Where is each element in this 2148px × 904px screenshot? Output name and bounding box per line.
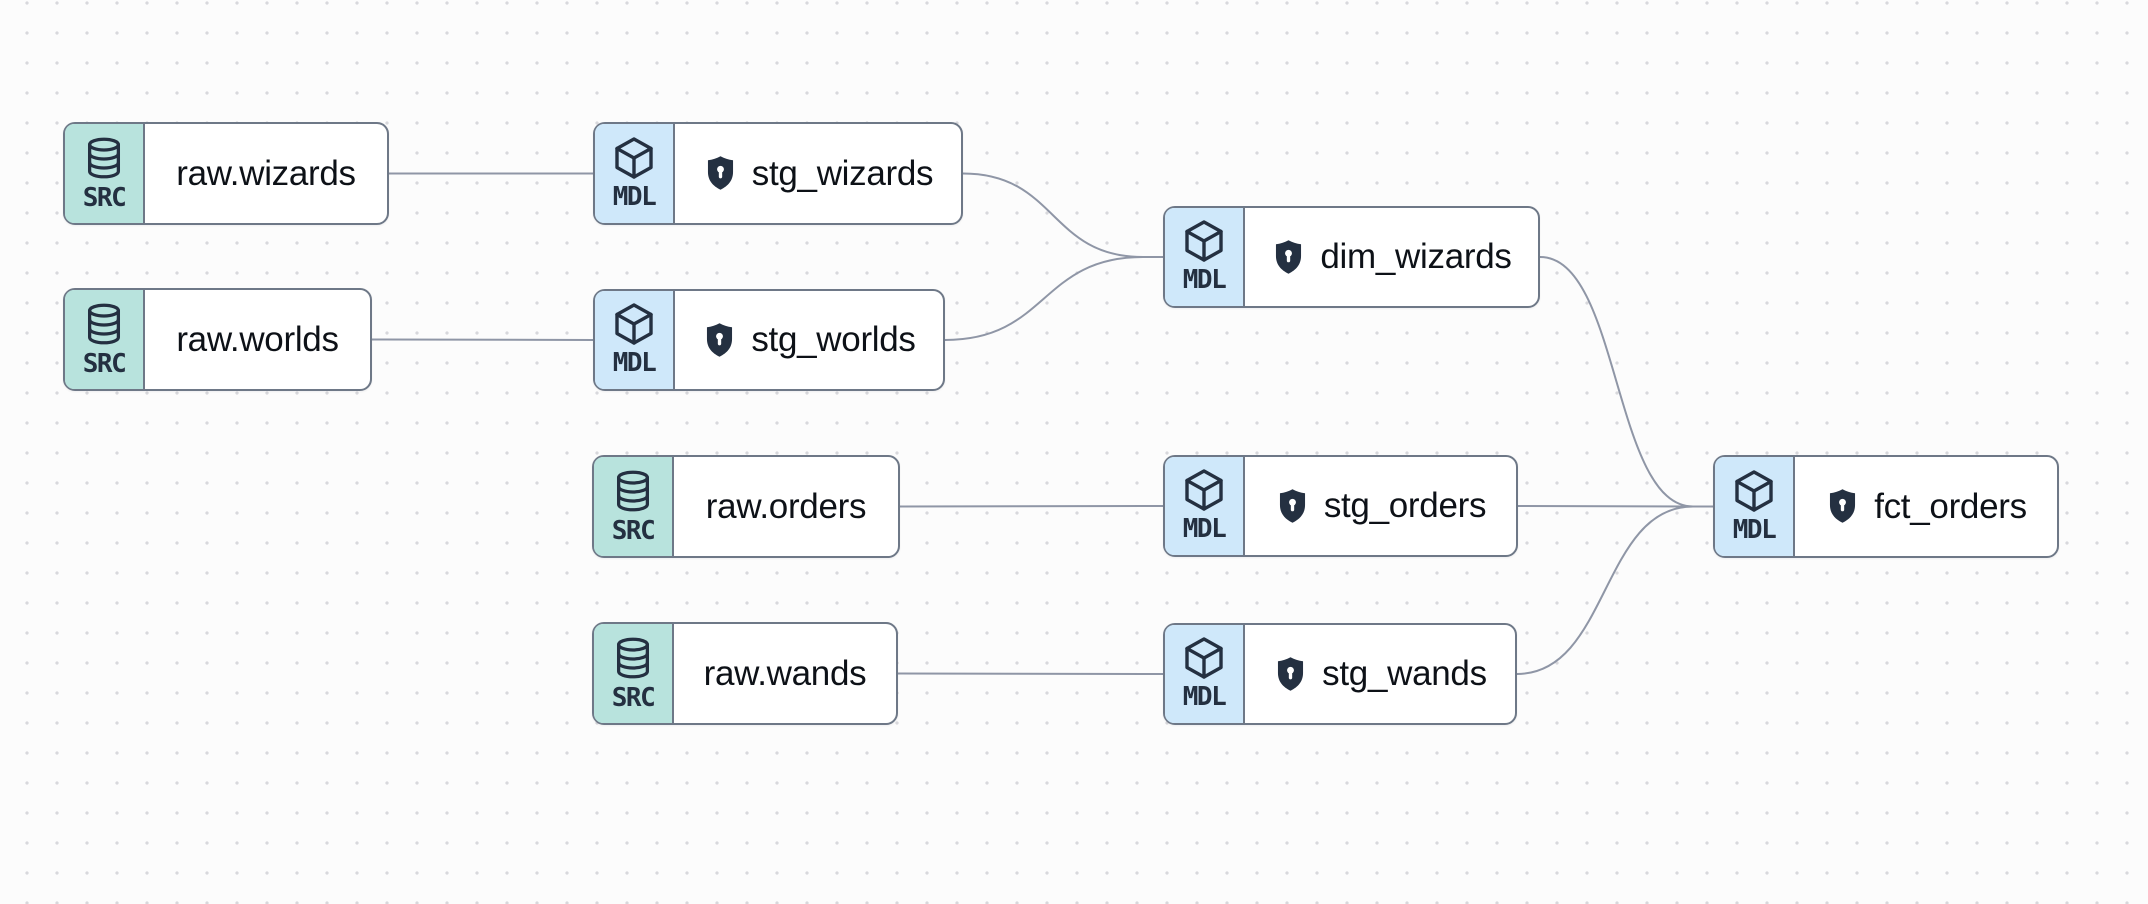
node-body: dim_wizards — [1245, 208, 1538, 306]
node-type-label: MDL — [612, 181, 657, 212]
node-title: raw.orders — [705, 486, 867, 526]
cube-icon — [1730, 467, 1778, 515]
node-type-label: MDL — [1182, 514, 1227, 545]
node-title: stg_worlds — [751, 320, 916, 359]
node-body: stg_wands — [1245, 625, 1515, 723]
node-body: raw.wizards — [145, 124, 387, 223]
edge-raw_orders-stg_orders — [899, 505, 1164, 508]
node-type-badge: SRC — [65, 124, 145, 223]
node-raw_worlds[interactable]: SRC raw.worlds — [63, 288, 372, 391]
database-icon — [81, 133, 127, 183]
node-stg_worlds[interactable]: MDL stg_worlds — [593, 289, 945, 391]
node-body: raw.orders — [674, 457, 898, 556]
shield-icon — [1275, 487, 1310, 526]
node-raw_orders[interactable]: SRC raw.orders — [592, 455, 900, 558]
node-raw_wizards[interactable]: SRC raw.wizards — [63, 122, 389, 225]
node-type-label: MDL — [612, 348, 657, 379]
node-title: stg_wizards — [751, 153, 934, 193]
node-stg_wands[interactable]: MDL stg_wands — [1163, 623, 1517, 725]
edge-stg_worlds-dim_wizards — [944, 256, 1144, 341]
edge-stg_wizards-dim_wizards — [962, 172, 1144, 258]
cube-icon — [610, 134, 658, 182]
node-type-label: MDL — [1182, 682, 1227, 713]
database-icon — [610, 466, 656, 516]
cube-icon — [610, 300, 658, 348]
node-type-badge: MDL — [595, 291, 675, 389]
node-type-label: MDL — [1732, 514, 1777, 545]
node-type-badge: SRC — [65, 290, 145, 389]
node-type-badge: MDL — [1715, 457, 1795, 556]
edge-raw_worlds-stg_worlds — [371, 338, 594, 341]
node-type-badge: MDL — [1165, 208, 1245, 306]
node-body: stg_worlds — [675, 291, 943, 389]
shield-icon — [1825, 487, 1860, 526]
cube-icon — [1180, 466, 1228, 514]
node-type-label: SRC — [611, 515, 656, 546]
node-type-badge: SRC — [594, 624, 674, 723]
node-body: stg_orders — [1245, 457, 1516, 555]
node-title: raw.worlds — [176, 319, 339, 359]
node-title: fct_orders — [1874, 486, 2027, 526]
node-body: raw.wands — [674, 624, 896, 723]
node-body: fct_orders — [1795, 457, 2057, 556]
node-raw_wands[interactable]: SRC raw.wands — [592, 622, 898, 725]
node-type-label: SRC — [82, 348, 127, 379]
node-type-label: MDL — [1182, 265, 1227, 296]
cube-icon — [1180, 634, 1228, 682]
shield-icon — [702, 321, 737, 360]
node-stg_orders[interactable]: MDL stg_orders — [1163, 455, 1518, 557]
node-dim_wizards[interactable]: MDL dim_wizards — [1163, 206, 1540, 308]
node-title: raw.wizards — [176, 153, 356, 193]
edge-raw_wands-stg_wands — [897, 672, 1164, 675]
node-fct_orders[interactable]: MDL fct_orders — [1713, 455, 2059, 558]
node-type-badge: MDL — [595, 124, 675, 223]
node-title: stg_wands — [1322, 654, 1487, 693]
cube-icon — [1180, 217, 1228, 265]
database-icon — [610, 633, 656, 683]
node-title: stg_orders — [1323, 486, 1487, 525]
shield-icon — [703, 154, 738, 193]
node-type-badge: MDL — [1165, 625, 1245, 723]
shield-icon — [1271, 238, 1306, 277]
node-title: raw.wands — [703, 653, 867, 693]
node-body: raw.worlds — [145, 290, 370, 389]
node-type-label: SRC — [611, 682, 656, 713]
node-type-badge: SRC — [594, 457, 674, 556]
shield-icon — [1273, 655, 1308, 694]
node-stg_wizards[interactable]: MDL stg_wizards — [593, 122, 963, 225]
node-type-badge: MDL — [1165, 457, 1245, 555]
node-body: stg_wizards — [675, 124, 961, 223]
edge-dim_wizards-fct_orders — [1539, 256, 1694, 508]
node-title: dim_wizards — [1320, 237, 1512, 276]
database-icon — [81, 299, 127, 349]
edge-stg_wands-fct_orders — [1516, 505, 1694, 675]
edge-stg_orders-fct_orders — [1517, 505, 1694, 508]
node-type-label: SRC — [82, 182, 127, 213]
